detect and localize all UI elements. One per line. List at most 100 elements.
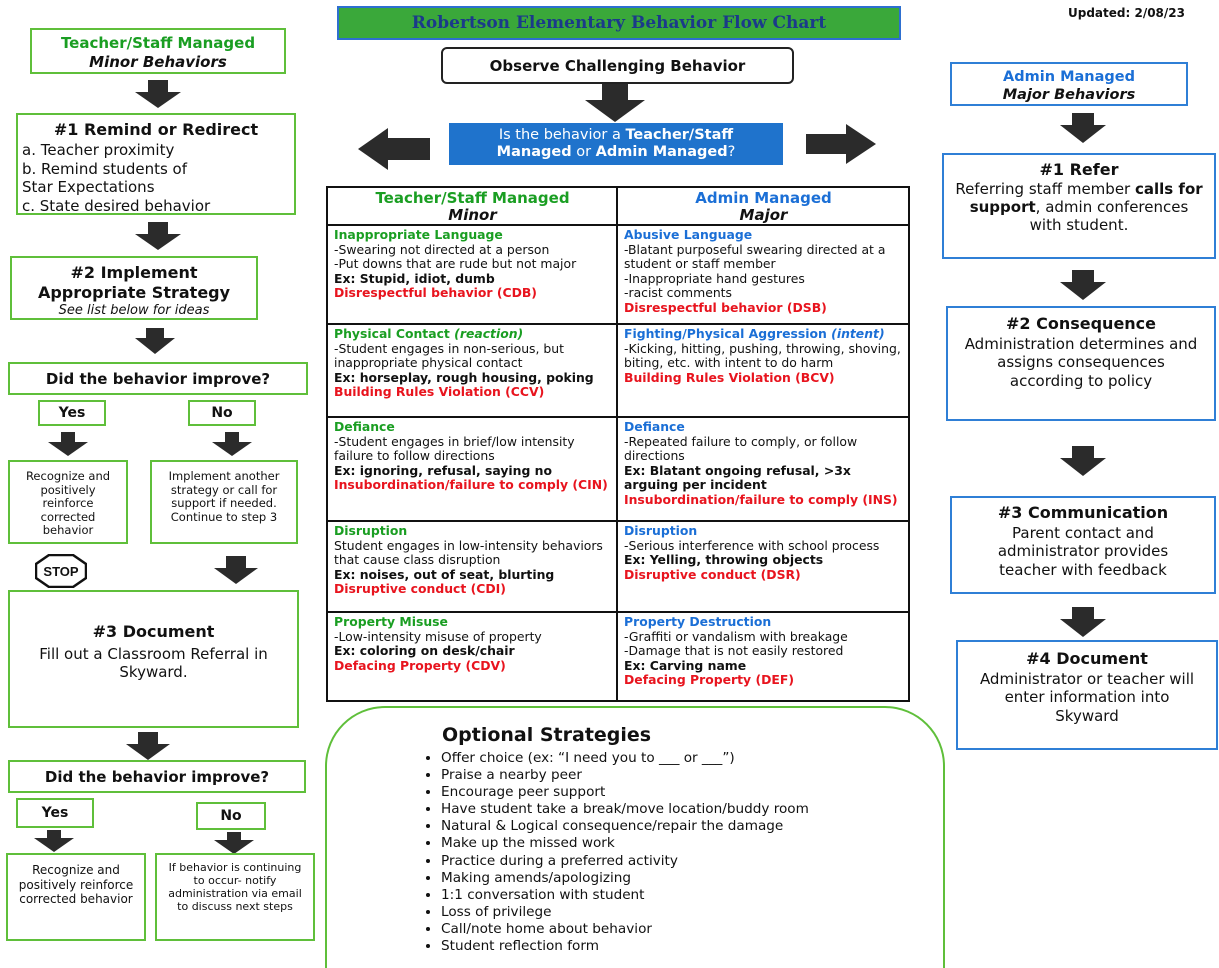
- behavior-line: -Damage that is not easily restored: [624, 643, 844, 659]
- table-divider: [328, 323, 908, 325]
- behavior-code: Insubordination/failure to comply (CIN): [334, 477, 608, 493]
- left-step3-title: #3 Document: [92, 622, 215, 641]
- right-step1-title: #1 Refer: [1039, 160, 1119, 179]
- behavior-title-main: Fighting/Physical Aggression: [624, 326, 832, 341]
- strategy-item: Call/note home about behavior: [441, 921, 809, 938]
- behavior-example: Ex: Stupid, idiot, dumb: [334, 270, 495, 286]
- left-header-line2: Minor Behaviors: [89, 53, 227, 71]
- behavior-title: Fighting/Physical Aggression (intent): [624, 326, 902, 342]
- strategy-item: Student reflection form: [441, 938, 809, 955]
- behavior-title: Abusive Language: [624, 227, 753, 242]
- updated-date: Updated: 2/08/23: [1068, 6, 1185, 20]
- minor-behavior-cell: Inappropriate Language -Swearing not dir…: [328, 226, 616, 323]
- arrow-down-icon: [34, 830, 74, 852]
- behavior-code: Disruptive conduct (DSR): [624, 566, 801, 582]
- arrow-right-icon: [806, 124, 876, 164]
- arrow-down-icon: [135, 222, 181, 250]
- behavior-code: Disruptive conduct (CDI): [334, 581, 506, 597]
- table-divider: [328, 224, 908, 226]
- table-divider: [328, 416, 908, 418]
- no-outcome-text-2: If behavior is continuing to occur- noti…: [168, 861, 302, 913]
- no-outcome-box-1: Implement another strategy or call for s…: [150, 460, 298, 544]
- right-step2-box: #2 Consequence Administration determines…: [946, 306, 1216, 421]
- arrow-down-icon: [1060, 446, 1106, 476]
- behavior-line: -Student engages in brief/low intensity …: [334, 433, 575, 464]
- right-header-line2: Major Behaviors: [1002, 87, 1136, 103]
- yes-label-box: Yes: [38, 400, 106, 426]
- arrow-down-icon: [214, 832, 254, 854]
- behavior-code: Disrespectful behavior (DSB): [624, 299, 827, 315]
- left-improve-q2: Did the behavior improve?: [8, 760, 306, 793]
- behavior-title: Inappropriate Language: [334, 227, 503, 242]
- strategies-panel: Optional Strategies Offer choice (ex: “I…: [325, 706, 945, 968]
- behavior-example: Ex: Carving name: [624, 657, 747, 673]
- no-outcome-box-2: If behavior is continuing to occur- noti…: [155, 853, 315, 941]
- left-step2-title2: Appropriate Strategy: [37, 283, 231, 302]
- left-step3-box: #3 Document Fill out a Classroom Referra…: [8, 590, 299, 728]
- left-step2-title1: #2 Implement: [70, 263, 198, 282]
- strategy-item: 1:1 conversation with student: [441, 887, 809, 904]
- yes-outcome-box-1: Recognize and positively reinforce corre…: [8, 460, 128, 544]
- minor-behavior-cell: Physical Contact (reaction) -Student eng…: [328, 325, 616, 416]
- behavior-line: -Graffiti or vandalism with breakage: [624, 628, 848, 644]
- right-step3-title: #3 Communication: [997, 503, 1169, 522]
- question-managed: Managed: [496, 144, 572, 160]
- behavior-example: Ex: Blatant ongoing refusal, >3x arguing…: [624, 462, 851, 493]
- no-label: No: [211, 405, 233, 421]
- behavior-title: Property Destruction: [624, 614, 772, 629]
- no-label-box: No: [196, 802, 266, 830]
- strategies-list: Offer choice (ex: “I need you to ___ or …: [407, 750, 809, 955]
- behavior-line: -Inappropriate hand gestures: [624, 270, 805, 286]
- arrow-down-icon: [48, 432, 88, 456]
- table-divider: [616, 188, 618, 700]
- arrow-down-icon: [585, 84, 645, 122]
- left-step1-item: Star Expectations: [22, 178, 155, 196]
- behavior-code: Insubordination/failure to comply (INS): [624, 491, 898, 507]
- arrow-down-icon: [135, 80, 181, 108]
- behavior-line: -Repeated failure to comply, or follow d…: [624, 433, 858, 464]
- right-header-line1: Admin Managed: [1003, 69, 1135, 85]
- minor-header-line2: Minor: [448, 206, 497, 224]
- major-column-header: Admin Managed Major: [619, 188, 908, 226]
- behavior-line: -Low-intensity misuse of property: [334, 628, 542, 644]
- yes-label: Yes: [41, 805, 69, 821]
- behavior-line: -Swearing not directed at a person: [334, 241, 550, 257]
- left-step3-text: Fill out a Classroom Referral in Skyward…: [39, 645, 268, 681]
- right-step1-text: Referring staff member calls for support…: [944, 180, 1214, 234]
- table-divider: [328, 611, 908, 613]
- left-step1-item: c. State desired behavior: [22, 196, 211, 215]
- behavior-title: Defiance: [334, 419, 395, 434]
- observe-box: Observe Challenging Behavior: [441, 47, 794, 84]
- behavior-title: Physical Contact (reaction): [334, 326, 610, 342]
- left-header-line1: Teacher/Staff Managed: [60, 34, 256, 52]
- right-step1-text-a: Referring staff member: [955, 180, 1135, 198]
- behavior-line: -Blatant purposeful swearing directed at…: [624, 241, 886, 272]
- arrow-down-icon: [1060, 113, 1106, 143]
- strategy-item: Natural & Logical consequence/repair the…: [441, 818, 809, 835]
- behavior-code: Defacing Property (DEF): [624, 672, 794, 688]
- minor-behavior-cell: Defiance -Student engages in brief/low i…: [328, 418, 616, 520]
- behavior-code: Building Rules Violation (BCV): [624, 369, 835, 385]
- right-step4-title: #4 Document: [1026, 649, 1148, 668]
- behavior-title-extra: (reaction): [454, 326, 524, 341]
- strategy-item: Make up the missed work: [441, 835, 809, 852]
- question-box: Is the behavior a Teacher/Staff Managed …: [449, 123, 783, 165]
- strategy-item: Have student take a break/move location/…: [441, 801, 809, 818]
- left-step2-box: #2 Implement Appropriate Strategy See li…: [10, 256, 258, 320]
- arrow-down-icon: [1060, 270, 1106, 300]
- left-step1-title: #1 Remind or Redirect: [53, 120, 259, 139]
- major-header-line1: Admin Managed: [695, 189, 832, 207]
- page-title: Robertson Elementary Behavior Flow Chart: [411, 13, 827, 33]
- major-behavior-cell: Property Destruction -Graffiti or vandal…: [618, 613, 908, 700]
- question-prefix: Is the behavior a: [498, 127, 626, 143]
- arrow-left-icon: [358, 128, 430, 170]
- left-step2-sub: See list below for ideas: [58, 303, 210, 318]
- left-step1-item: b. Remind students of: [22, 159, 187, 178]
- arrow-down-icon: [212, 432, 252, 456]
- arrow-down-icon: [1060, 607, 1106, 637]
- behavior-line: -Student engages in non-serious, but ina…: [334, 340, 564, 371]
- left-step1-item: a. Teacher proximity: [22, 141, 175, 159]
- behavior-example: Ex: coloring on desk/chair: [334, 643, 515, 659]
- right-step2-text: Administration determines and assigns co…: [964, 334, 1198, 390]
- strategy-item: Loss of privilege: [441, 904, 809, 921]
